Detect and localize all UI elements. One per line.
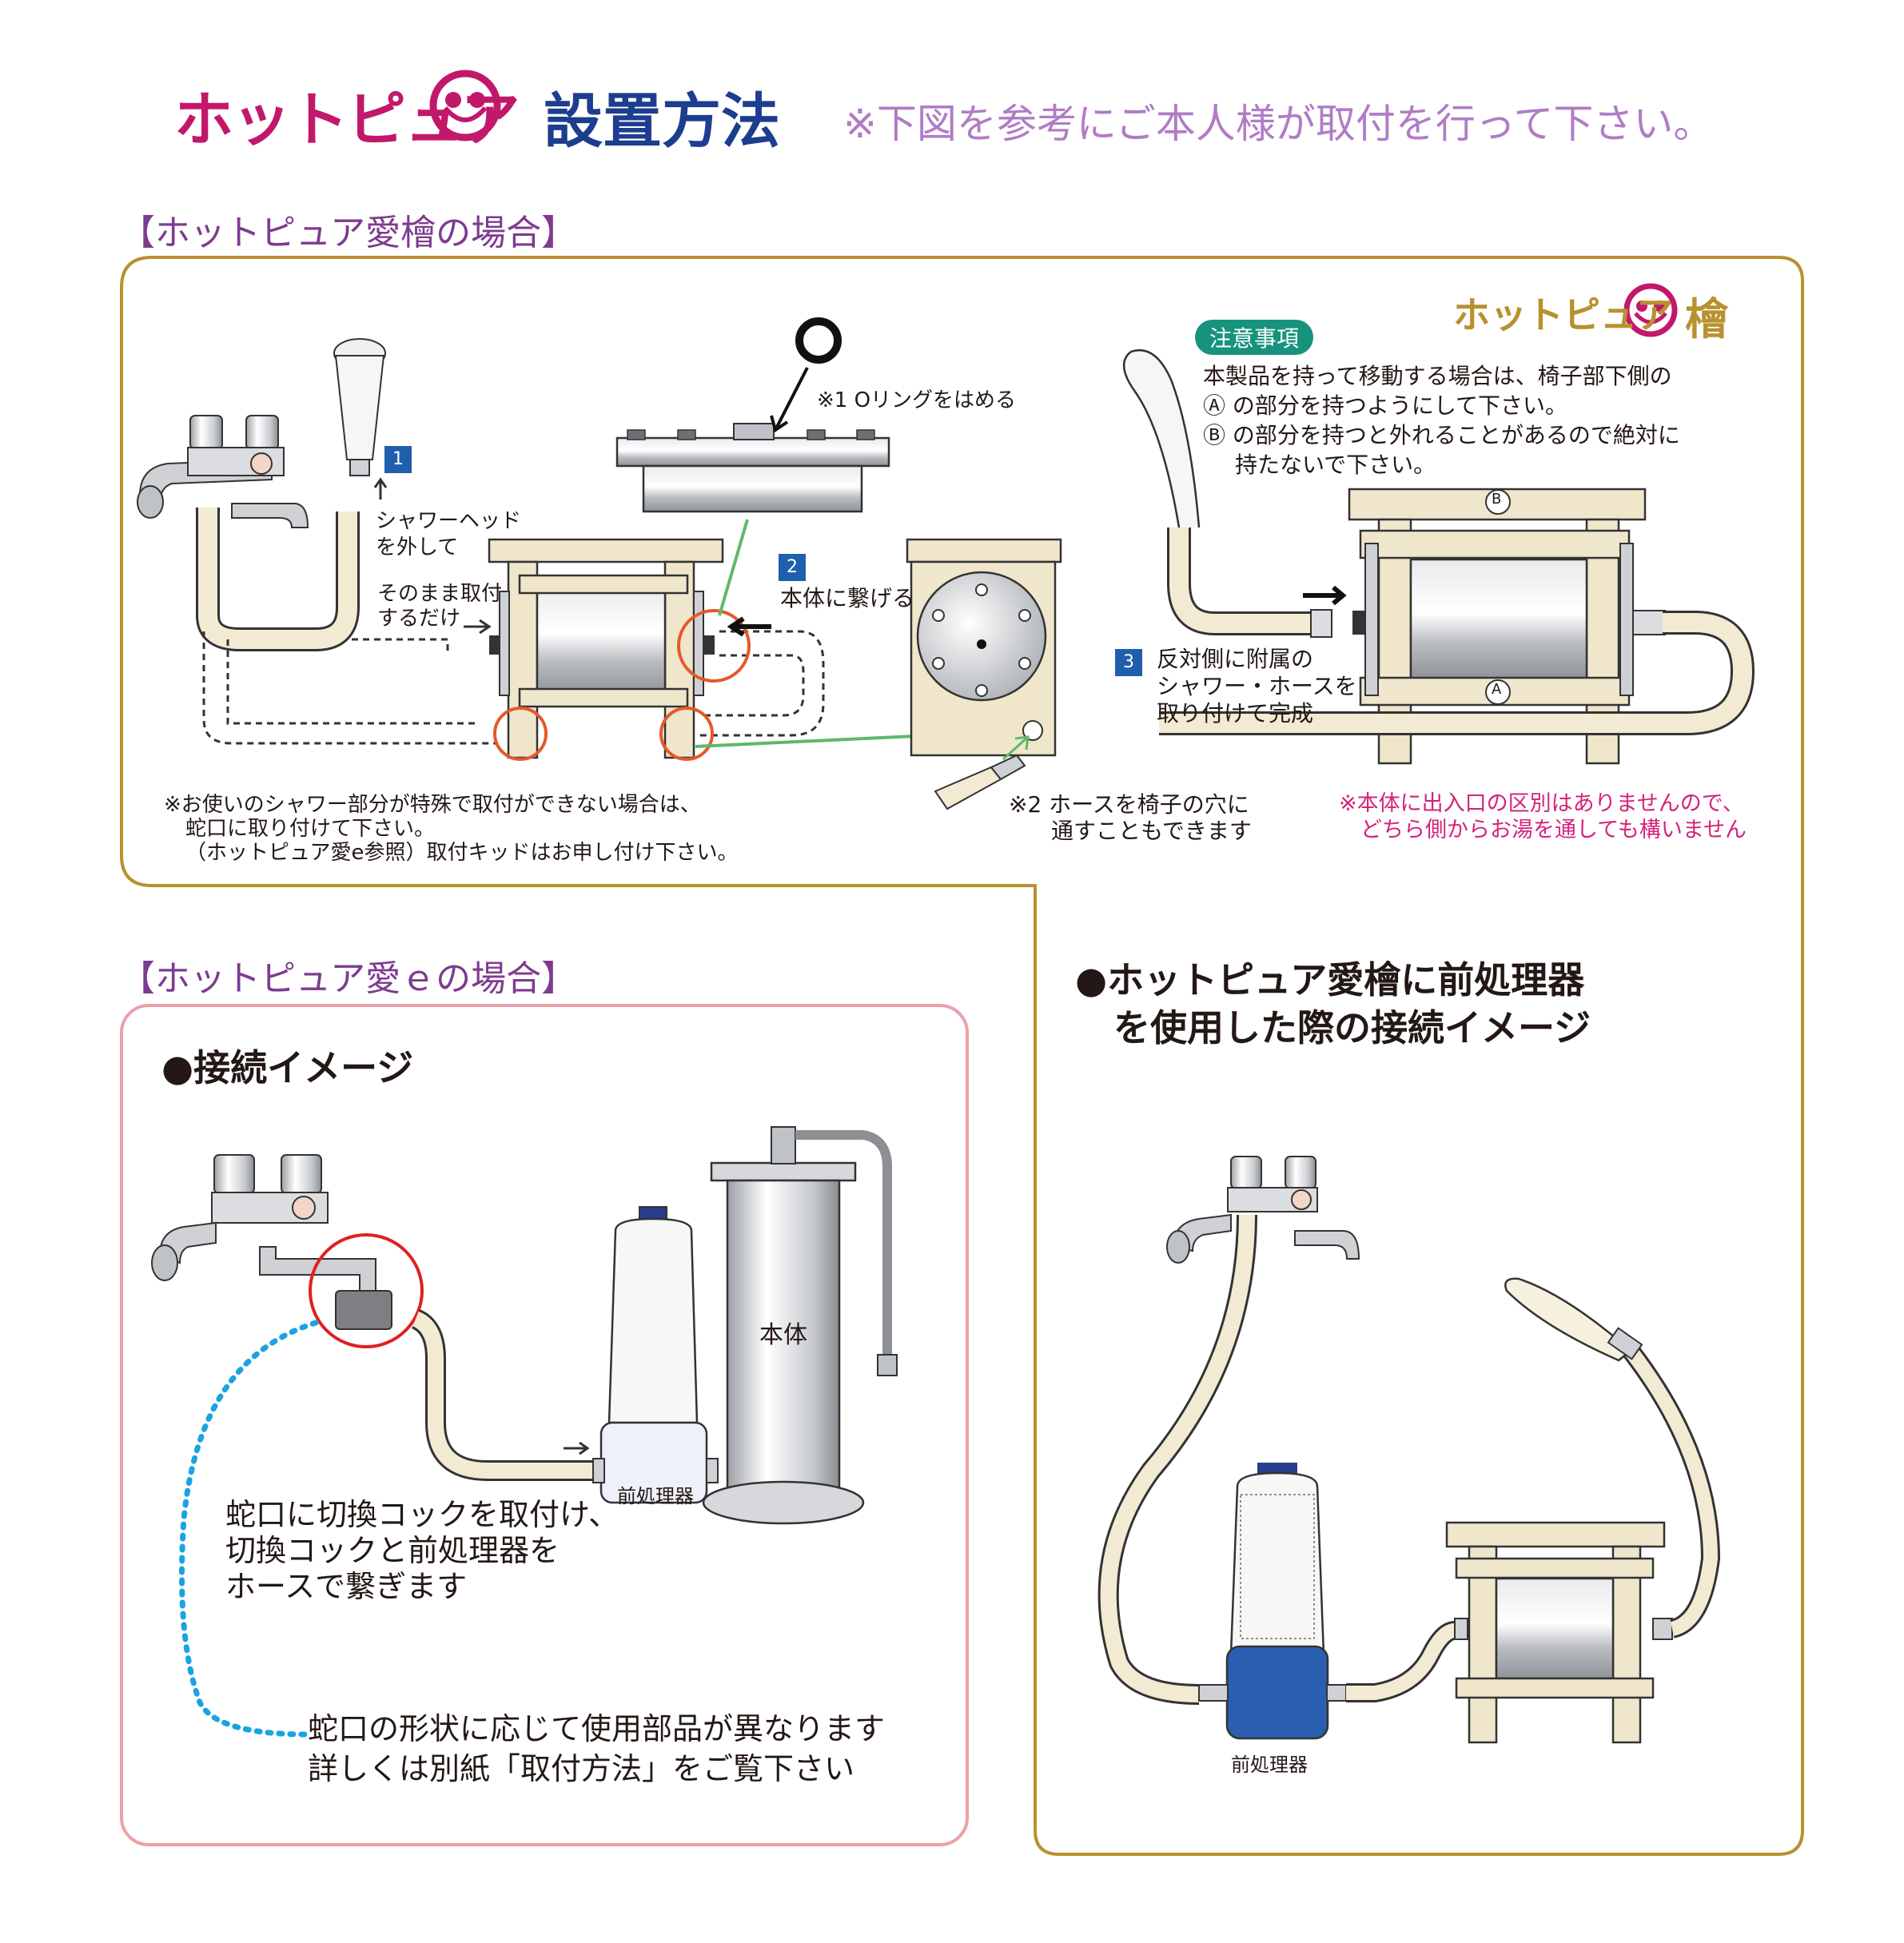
pre-heading-2: を使用した際の接続イメージ bbox=[1113, 1006, 1591, 1049]
attach-text-1: そのまま取付 bbox=[377, 582, 503, 606]
hinoki-logo-suffix: 檜 bbox=[1685, 294, 1728, 344]
faucet-illustration-3 bbox=[1166, 1156, 1360, 1264]
brand-logo: ホットピュア bbox=[174, 86, 520, 154]
arrow-oring bbox=[770, 367, 809, 433]
flange-lid bbox=[615, 423, 890, 513]
arrow-in-right bbox=[727, 616, 771, 637]
prefilter-unit-1 bbox=[592, 1206, 719, 1504]
e-text-3: ホースで繋ぎます bbox=[225, 1569, 468, 1604]
hinoki-logo-text: ホットピュア bbox=[1453, 293, 1674, 336]
step-2-text: 本体に繋げる bbox=[780, 585, 915, 611]
header-note: ※下図を参考にご本人様が取付を行って下さい。 bbox=[843, 101, 1714, 147]
pre-heading-1: ●ホットピュア愛檜に前処理器 bbox=[1075, 958, 1585, 1001]
dotted-blue-pointer bbox=[179, 1320, 319, 1738]
e-text-1: 蛇口に切換コックを取付け、 bbox=[225, 1497, 619, 1532]
faucet-illustration-1 bbox=[137, 415, 309, 528]
hose-faucet-to-prefilter bbox=[1097, 1214, 1257, 1705]
step-1-text-1: シャワーヘッド bbox=[376, 509, 522, 533]
step-2-badge: 2 bbox=[779, 554, 806, 581]
step-3-text-3: 取り付けて完成 bbox=[1157, 700, 1314, 727]
main-body-unit bbox=[702, 1126, 898, 1525]
caution-text-2: Ⓐ の部分を持つようにして下さい。 bbox=[1203, 392, 1568, 419]
e-text-2: 切換コックと前処理器を bbox=[225, 1533, 560, 1568]
caution-text-3: Ⓑ の部分を持つと外れることがあるので絶対に bbox=[1203, 422, 1680, 448]
arrow-to-prefilter bbox=[564, 1441, 590, 1455]
special-note-3: （ホットピュア愛e参照）取付キッドはお申し付け下さい。 bbox=[185, 841, 739, 865]
hinoki-stool-3 bbox=[1445, 1521, 1673, 1744]
arrow-step3 bbox=[1303, 585, 1347, 606]
caution-label: 注意事項 bbox=[1195, 320, 1314, 355]
step-3-badge: 3 bbox=[1115, 649, 1142, 676]
green-line-lid bbox=[718, 519, 749, 616]
stool-hole bbox=[1022, 720, 1043, 741]
attach-text-2: するだけ bbox=[377, 607, 461, 631]
shower-head-3 bbox=[1504, 1277, 1643, 1362]
heart-logo-icon bbox=[429, 70, 501, 141]
hinoki-stool-side-view bbox=[906, 538, 1062, 810]
special-note-1: ※お使いのシャワー部分が特殊で取付ができない場合は、 bbox=[164, 793, 701, 817]
dotted-route-right bbox=[695, 630, 825, 737]
highlight-circles-orange bbox=[493, 609, 751, 761]
label-a: A bbox=[1492, 681, 1502, 698]
step-1-badge: 1 bbox=[384, 446, 412, 473]
dotted-route-left bbox=[202, 631, 496, 745]
arrow-up-step1 bbox=[373, 477, 388, 500]
section-title-e: 【ホットピュア愛ｅの場合】 bbox=[120, 958, 577, 999]
prefilter-unit-2 bbox=[1198, 1463, 1347, 1740]
step-3-text-1: 反対側に附属の bbox=[1157, 646, 1314, 672]
main-body-label: 本体 bbox=[759, 1321, 807, 1349]
shower-hose-1 bbox=[196, 508, 360, 651]
special-note-2: 蛇口に取り付けて下さい。 bbox=[185, 817, 436, 841]
shower-head-1 bbox=[333, 338, 386, 476]
caution-text-1: 本製品を持って移動する場合は、椅子部下側の bbox=[1203, 363, 1672, 389]
highlight-circle-red bbox=[309, 1233, 424, 1348]
hose-note-1: ※2 ホースを椅子の穴に bbox=[1009, 791, 1249, 818]
caution-text-4: 持たないで下さい。 bbox=[1235, 452, 1436, 478]
faucet-illustration-2 bbox=[151, 1154, 392, 1330]
hinoki-section-frame bbox=[120, 256, 1804, 1856]
prefilter-label-2: 前処理器 bbox=[1231, 1754, 1308, 1776]
section-title-hinoki: 【ホットピュア愛檜の場合】 bbox=[120, 213, 577, 253]
e-note-2: 詳しくは別紙「取付方法」をご覧下さい bbox=[308, 1751, 855, 1786]
shower-hose-2 bbox=[1167, 528, 1327, 635]
step-3-text-2: シャワー・ホースを bbox=[1157, 673, 1357, 699]
label-b: B bbox=[1492, 491, 1502, 508]
arrow-in-left bbox=[464, 619, 492, 635]
step-1-text-2: を外して bbox=[376, 536, 459, 559]
o-ring-icon bbox=[795, 317, 842, 364]
oring-note: ※1 Oリングをはめる bbox=[817, 388, 1017, 412]
arrow-into-hole bbox=[1002, 735, 1030, 761]
hinoki-stool-1 bbox=[488, 538, 724, 759]
direction-note-2: どちら側からお湯を通しても構いません bbox=[1360, 818, 1747, 842]
direction-note-1: ※本体に出入口の区別はありませんので、 bbox=[1339, 791, 1744, 816]
e-note-1: 蛇口の形状に応じて使用部品が異なります bbox=[308, 1711, 886, 1746]
hinoki-heart-logo-icon bbox=[1623, 283, 1678, 337]
hose-note-2: 通すこともできます bbox=[1051, 818, 1252, 844]
page-title: 設置方法 bbox=[544, 87, 780, 156]
e-section-frame bbox=[120, 1004, 969, 1846]
prefilter-label-1: 前処理器 bbox=[617, 1485, 694, 1507]
e-heading: ●接続イメージ bbox=[161, 1046, 414, 1089]
